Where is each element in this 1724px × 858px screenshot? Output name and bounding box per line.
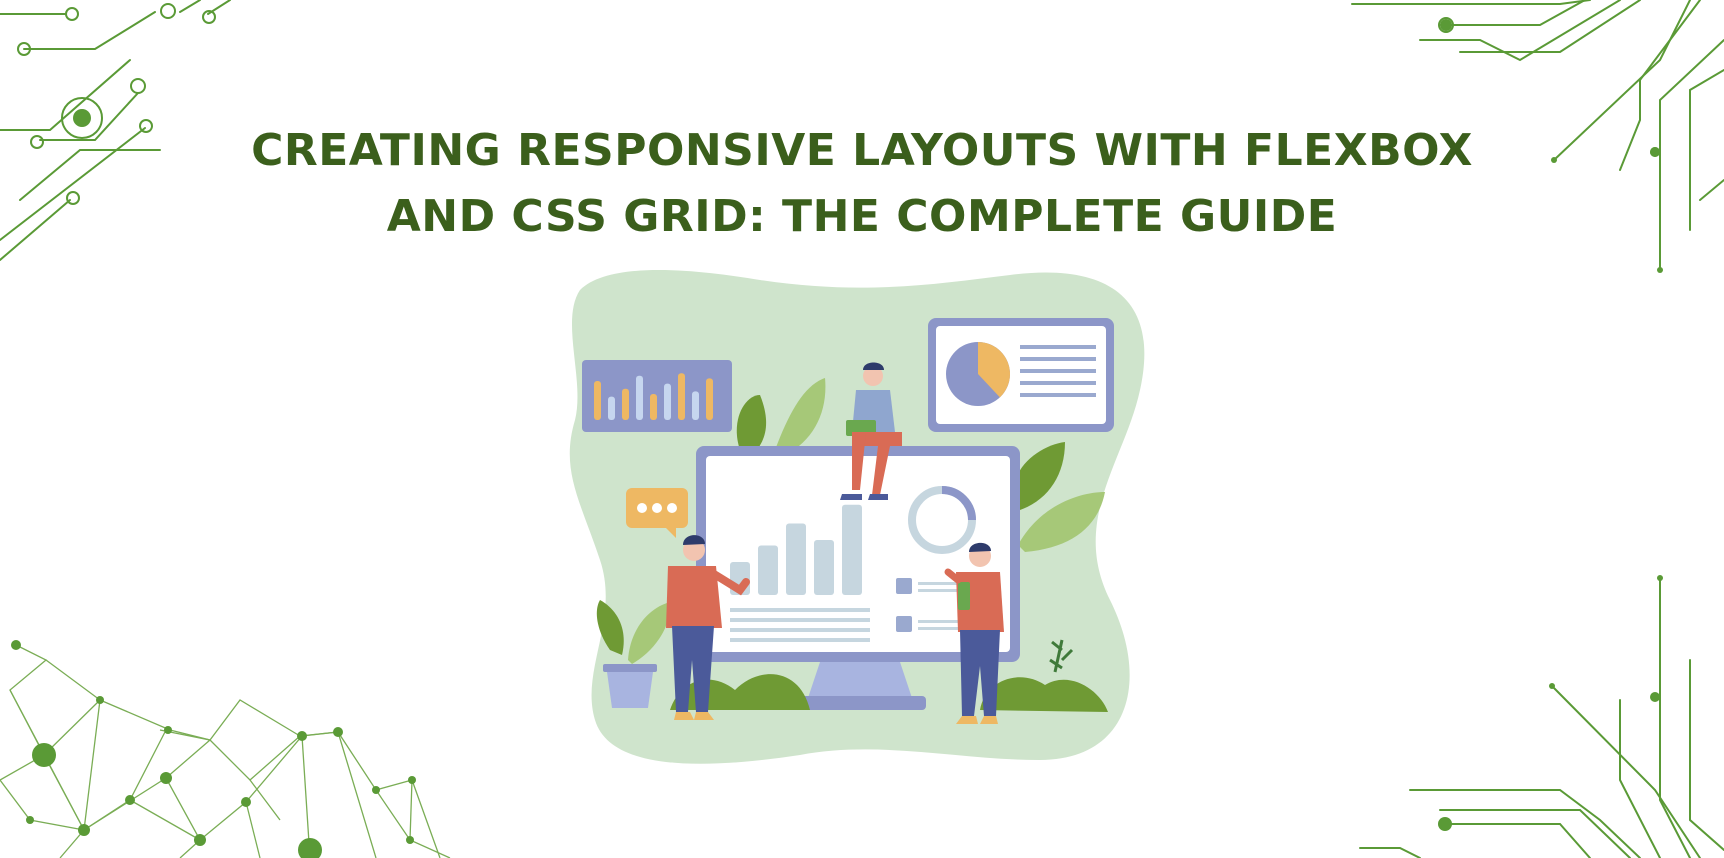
- chat-bubble-icon: [626, 488, 688, 538]
- title-line-2: AND CSS GRID: THE COMPLETE GUIDE: [386, 191, 1338, 242]
- person-presenting-left: [666, 535, 750, 720]
- donut-chart-icon: [908, 486, 976, 554]
- mini-bar: [664, 383, 671, 420]
- mini-bar: [678, 373, 685, 420]
- monitor-bar: [814, 540, 834, 595]
- person-sitting: [840, 362, 902, 500]
- pie-slice: [978, 342, 1010, 398]
- person-presenting-right: [944, 542, 1004, 724]
- mini-bar: [636, 375, 643, 420]
- monitor: [696, 446, 1020, 710]
- mini-bar: [706, 378, 713, 420]
- monitor-bar: [786, 523, 806, 595]
- pie-chart-icon: [928, 318, 1114, 432]
- page-title: CREATING RESPONSIVE LAYOUTS WITH FLEXBOX…: [0, 118, 1724, 250]
- title-line-1: CREATING RESPONSIVE LAYOUTS WITH FLEXBOX: [251, 125, 1473, 176]
- monitor-bar: [758, 545, 778, 595]
- mini-bar: [608, 396, 615, 420]
- mini-bar: [650, 394, 657, 420]
- mini-bar: [692, 391, 699, 420]
- plant-pot-icon: [596, 600, 671, 708]
- monitor-bar: [842, 504, 862, 595]
- mini-bar: [594, 381, 601, 420]
- leaves-group: [736, 378, 1105, 552]
- mini-bar: [622, 388, 629, 420]
- bar-chart-icon: [582, 360, 732, 432]
